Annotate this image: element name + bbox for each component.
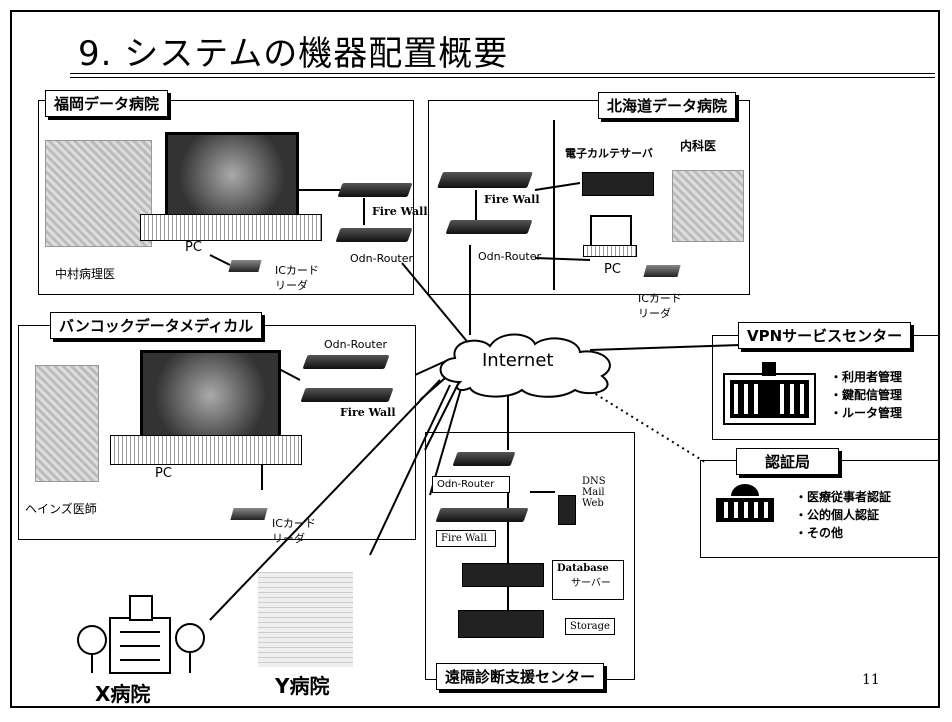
- router-device: [335, 228, 413, 242]
- vpn-item: ・鍵配信管理: [830, 388, 903, 402]
- laptop-keyboard: [583, 245, 637, 257]
- firewall-device: [437, 172, 533, 188]
- firewall-label: Fire Wall: [340, 406, 396, 419]
- title-underline: [70, 73, 935, 78]
- certificate-authority-label: 認証局: [736, 448, 840, 475]
- vpn-service-label: VPNサービスセンター: [738, 322, 912, 349]
- router-label: Odn-Router: [478, 250, 542, 263]
- laptop-keyboard: [140, 214, 322, 241]
- hokkaido-hospital-label: 北海道データ病院: [598, 92, 737, 119]
- db-server-label: サーバー: [571, 578, 611, 589]
- hospital-x-label: X病院: [95, 682, 151, 706]
- laptop-keyboard: [110, 435, 302, 465]
- storage-label: Storage: [565, 618, 615, 635]
- hokkaido-hospital-box: [428, 100, 750, 295]
- hospital-y-label: Y病院: [275, 674, 330, 698]
- ca-item: ・その他: [795, 526, 844, 540]
- router-device: [452, 452, 516, 466]
- doctor-name: 中村病理医: [55, 267, 116, 281]
- remote-diagnosis-box: [425, 432, 635, 680]
- firewall-device: [337, 183, 413, 197]
- database-label-box: Database サーバー: [552, 560, 624, 600]
- ic-card-reader-icon: [643, 265, 681, 277]
- pc-label: PC: [185, 240, 202, 255]
- ic-card-reader-icon: [228, 260, 262, 272]
- internet-cloud-icon: [439, 333, 611, 398]
- vpn-item: ・利用者管理: [830, 370, 903, 384]
- ic-card-reader-icon: [230, 508, 268, 520]
- router-device: [302, 355, 390, 369]
- router-device: [445, 220, 533, 234]
- database-label: Database: [557, 563, 609, 574]
- remote-diagnosis-label: 遠隔診断支援センター: [436, 663, 605, 690]
- server-label: 電子カルテサーバ: [565, 147, 653, 160]
- dns-mail-web-box: DNS Mail Web: [578, 474, 624, 524]
- hospital-y-icon: [258, 572, 353, 667]
- ca-item: ・医療従事者認証: [795, 490, 892, 504]
- web-label: Web: [582, 498, 604, 509]
- laptop-screen: [140, 350, 281, 441]
- ic-reader-label-1: ICカード: [275, 264, 319, 277]
- vpn-item: ・ルータ管理: [830, 406, 903, 420]
- firewall-device: [435, 508, 529, 522]
- pc-label: PC: [604, 262, 621, 277]
- server-device: [582, 172, 654, 196]
- page-number: 11: [862, 672, 880, 688]
- ic-reader-label-2: リーダ: [272, 532, 305, 545]
- ic-reader-label-1: ICカード: [638, 292, 682, 305]
- doctor-label: 内科医: [680, 139, 717, 153]
- internet-label: Internet: [482, 350, 554, 371]
- router-label: Odn-Router: [324, 338, 388, 351]
- dns-server-icon: [558, 495, 576, 525]
- building-icon: [723, 362, 816, 425]
- laptop-screen: [165, 132, 299, 218]
- router-label: Odn-Router: [432, 476, 510, 493]
- ic-reader-label-2: リーダ: [275, 279, 308, 292]
- doctor-photo: [45, 140, 152, 247]
- pc-label: PC: [155, 466, 172, 481]
- bangkok-medical-label: バンコックデータメディカル: [50, 312, 263, 339]
- hospital-x-icon: [77, 595, 205, 674]
- firewall-label: Fire Wall: [436, 530, 496, 547]
- fukuoka-hospital-box: [38, 100, 414, 295]
- dns-label: DNS: [582, 476, 606, 487]
- firewall-label: Fire Wall: [484, 193, 540, 206]
- firewall-label: Fire Wall: [372, 205, 428, 218]
- fukuoka-hospital-label: 福岡データ病院: [45, 90, 169, 117]
- laptop-screen: [590, 215, 632, 247]
- mail-label: Mail: [582, 487, 605, 498]
- doctor-photo: [35, 365, 99, 482]
- ic-reader-label-2: リーダ: [638, 307, 671, 320]
- database-server-icon: [462, 563, 544, 587]
- storage-device-icon: [458, 610, 544, 638]
- ic-reader-label-1: ICカード: [272, 517, 316, 530]
- ca-item: ・公的個人認証: [795, 508, 880, 522]
- router-label: Odn-Router: [350, 252, 414, 265]
- firewall-device: [300, 388, 394, 402]
- slide-title: 9. システムの機器配置概要: [78, 34, 509, 74]
- doctor-photo: [672, 170, 744, 242]
- government-building-icon: [716, 484, 774, 522]
- doctor-name: ヘインズ医師: [25, 502, 97, 516]
